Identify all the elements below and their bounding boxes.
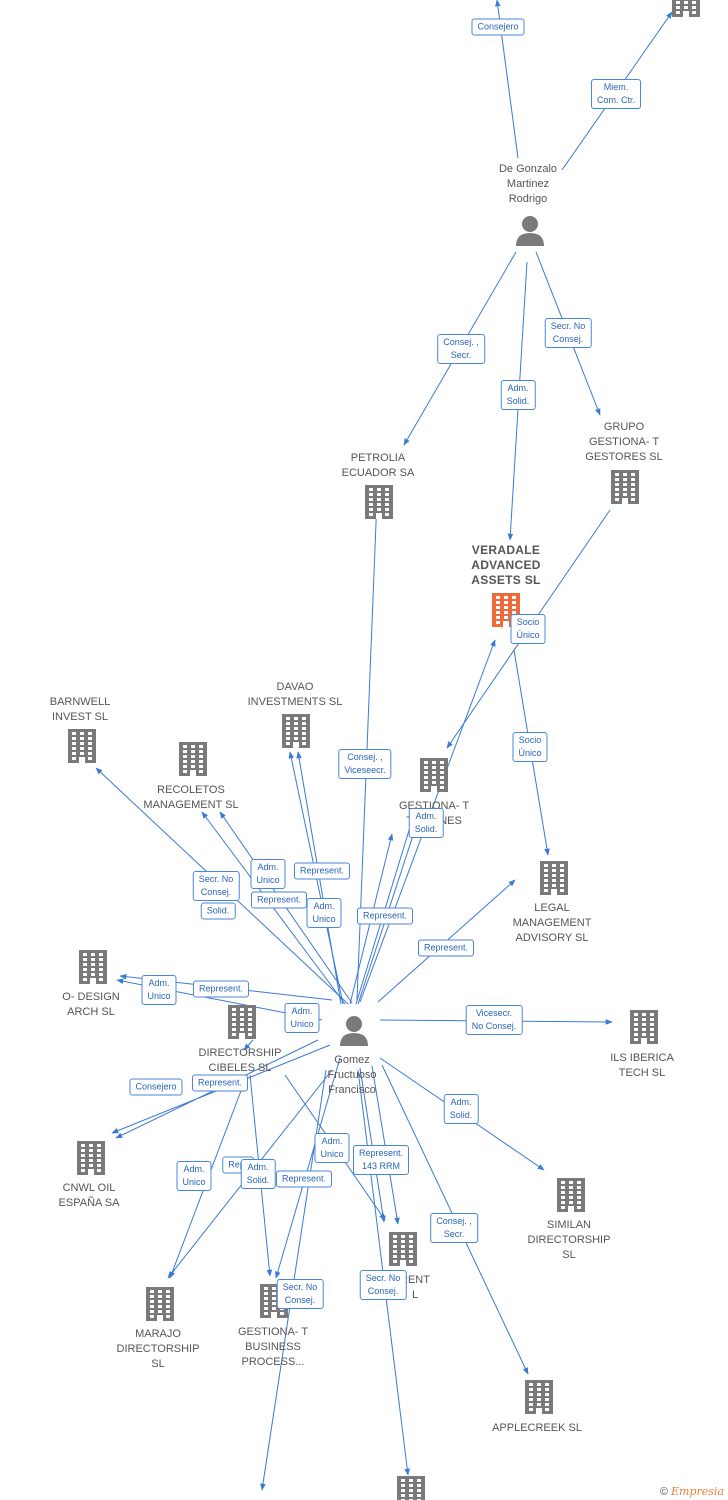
node-label-marajo[interactable]: MARAJO DIRECTORSHIP SL [116, 1328, 200, 1370]
edge-label[interactable]: Consejero [129, 1078, 183, 1096]
person-icon[interactable] [340, 1016, 368, 1046]
building-icon[interactable] [77, 1141, 105, 1175]
edge-label[interactable]: Secr. No Consej. [192, 871, 240, 901]
building-icon[interactable] [397, 1476, 425, 1500]
edge-label[interactable]: Adm. Unico [250, 859, 286, 889]
edge-label[interactable]: Solid. [200, 902, 236, 920]
edge-23 [243, 1039, 254, 1051]
edge-label[interactable]: Represent. [191, 1074, 249, 1092]
brand-logo-text[interactable]: Empresia [671, 1485, 724, 1498]
person-icon[interactable] [516, 216, 544, 246]
node-label-cnwl[interactable]: CNWL OIL ESPAÑA SA [58, 1182, 120, 1209]
edge-label[interactable]: Adm. Unico [314, 1133, 350, 1163]
building-icon[interactable] [228, 1005, 256, 1039]
edge-label[interactable]: Adm. Unico [306, 898, 342, 928]
edge-label[interactable]: Consej. , Secr. [430, 1213, 478, 1243]
building-icon[interactable] [68, 729, 96, 763]
node-label-veradale[interactable]: VERADALE ADVANCED ASSETS SL [471, 543, 541, 587]
building-icon[interactable] [557, 1178, 585, 1212]
node-label-ils[interactable]: ILS IBERICA TECH SL [610, 1052, 674, 1079]
building-icon[interactable] [630, 1010, 658, 1044]
copyright-symbol: © [659, 1486, 668, 1498]
edge-label[interactable]: Adm. Unico [284, 1003, 320, 1033]
building-icon[interactable] [525, 1380, 553, 1414]
edge-label[interactable]: Adm. Unico [176, 1161, 212, 1191]
edge-label[interactable]: Represent. [275, 1170, 333, 1188]
edge-label[interactable]: Adm. Solid. [240, 1159, 276, 1189]
node-label-de-gonzalo[interactable]: De Gonzalo Martinez Rodrigo [498, 163, 558, 205]
edge-label[interactable]: Vicesecr. No Consej. [465, 1005, 523, 1035]
edge-label[interactable]: Secr. No Consej. [276, 1279, 324, 1309]
edge-label[interactable]: Consejero [471, 18, 525, 36]
node-label-gestiona-bp[interactable]: GESTIONA- T BUSINESS PROCESS... [237, 1326, 309, 1368]
node-label-barnwell[interactable]: BARNWELL INVEST SL [49, 696, 111, 723]
building-icon[interactable] [146, 1287, 174, 1321]
node-label-davao[interactable]: DAVAO INVESTMENTS SL [247, 681, 343, 708]
node-label-rent[interactable]: RENT L [400, 1274, 430, 1301]
building-icon[interactable] [282, 714, 310, 748]
node-label-similan[interactable]: SIMILAN DIRECTORSHIP SL [527, 1219, 611, 1261]
node-label-recoletos[interactable]: RECOLETOS MANAGEMENT SL [143, 784, 239, 811]
building-icon[interactable] [540, 861, 568, 895]
edge-label[interactable]: Represent. [293, 862, 351, 880]
edge-label[interactable]: Adm. Unico [141, 975, 177, 1005]
node-label-directorship-cibeles[interactable]: DIRECTORSHIP CIBELES SL [198, 1047, 282, 1074]
edge-label[interactable]: Represent. [417, 939, 475, 957]
node-label-grupo-gestiona[interactable]: GRUPO GESTIONA- T GESTORES SL [585, 421, 663, 463]
footer-credit: © Empresia [660, 1485, 724, 1498]
building-icon[interactable] [672, 0, 700, 17]
edge-label[interactable]: Socio Único [512, 732, 548, 762]
edge-label[interactable]: Secr. No Consej. [359, 1270, 407, 1300]
edge-26 [275, 1057, 341, 1279]
edge-label[interactable]: Represent. [250, 891, 308, 909]
node-label-o-design[interactable]: O- DESIGN ARCH SL [62, 991, 120, 1018]
edge-label[interactable]: Represent. [356, 907, 414, 925]
building-icon[interactable] [179, 742, 207, 776]
building-icon[interactable] [79, 950, 107, 984]
node-label-petrolia[interactable]: PETROLIA ECUADOR SA [341, 452, 415, 479]
edge-label[interactable]: Adm. Solid. [500, 380, 536, 410]
building-icon[interactable] [611, 470, 639, 504]
building-icon[interactable] [420, 758, 448, 792]
edge-label[interactable]: Adm. Solid. [443, 1094, 479, 1124]
edge-label[interactable]: Adm. Solid. [408, 808, 444, 838]
edge-label[interactable]: Represent. 143 RRM [352, 1145, 410, 1175]
node-label-applecreek[interactable]: APPLECREEK SL [492, 1422, 582, 1434]
building-icon[interactable] [389, 1232, 417, 1266]
edge-label[interactable]: Consej. , Secr. [437, 334, 485, 364]
edge-label[interactable]: Consej. , Viceseecr. [338, 749, 392, 779]
edge-label[interactable]: Socio Único [510, 614, 546, 644]
node-label-gomez[interactable]: Gomez Fructuoso Francisco [327, 1054, 377, 1096]
building-icon[interactable] [365, 485, 393, 519]
edge-label[interactable]: Represent. [192, 980, 250, 998]
edge-label[interactable]: Miem. Com. Ctr. [590, 79, 642, 109]
node-label-legal[interactable]: LEGAL MANAGEMENT ADVISORY SL [512, 902, 592, 944]
edge-label[interactable]: Secr. No Consej. [544, 318, 592, 348]
